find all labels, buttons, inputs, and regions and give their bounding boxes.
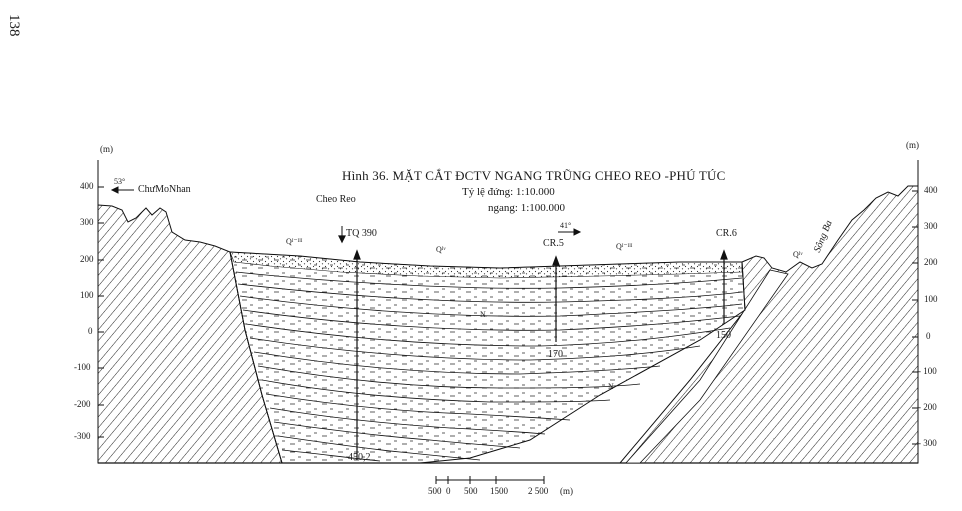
right-tick-300: 300 <box>924 221 938 231</box>
q-label-2: Qᴵᵛ <box>436 245 446 254</box>
dip-left-label: 53° <box>114 177 126 186</box>
depth-2-label: 170 <box>548 349 563 360</box>
scale-tick-2: 500 <box>464 486 478 496</box>
n-label-1: N <box>480 310 486 319</box>
place-label: Cheo Reo <box>316 194 356 205</box>
right-fault-gap <box>625 269 789 464</box>
well-1-label: TQ 390 <box>346 228 377 239</box>
vertical-scale: Tỷ lệ đứng: 1:10.000 <box>462 186 555 198</box>
scale-tick-3: 1500 <box>490 486 508 496</box>
right-tick-minus-200: - 200 <box>918 402 937 412</box>
q-label-1: Qᴵ⁻ᴵᴵᴵ <box>286 237 303 246</box>
mountain-label: ChưMoNhan <box>138 184 191 195</box>
right-tick-200: 200 <box>924 257 938 267</box>
right-tick-minus-100: - 100 <box>918 366 937 376</box>
right-tick-0: 0 <box>926 331 931 341</box>
stratigraphic-lines <box>235 271 743 462</box>
right-tick-minus-300: - 300 <box>918 438 937 448</box>
wells <box>338 226 728 460</box>
dip-mid-label: 41° <box>560 221 572 230</box>
scale-bar <box>435 476 545 484</box>
dip-arrows <box>110 186 582 236</box>
left-tick-minus-100: -100 <box>74 362 91 372</box>
right-tick-100: 100 <box>924 294 938 304</box>
left-tick-300: 300 <box>80 217 94 227</box>
well-3-label: CR.6 <box>716 228 737 239</box>
n-label-2: N <box>608 382 614 391</box>
scale-tick-0: 500 <box>428 486 442 496</box>
left-tick-200: 200 <box>80 254 94 264</box>
scale-unit: (m) <box>560 486 573 496</box>
well-2-label: CR.5 <box>543 238 564 249</box>
quaternary-layer <box>229 251 743 279</box>
left-tick-minus-200: -200 <box>74 399 91 409</box>
scale-tick-1: 0 <box>446 486 451 496</box>
depth-3-label: 150 <box>716 330 731 341</box>
left-tick-100: 100 <box>80 290 94 300</box>
figure-title: Hình 36. MẶT CẮT ĐCTV NGANG TRŨNG CHEO R… <box>342 168 726 183</box>
horizontal-scale: ngang: 1:100.000 <box>488 202 565 214</box>
right-axis-unit: (m) <box>906 140 919 150</box>
left-tick-400: 400 <box>80 181 94 191</box>
q-label-4: Qᴵᵛ <box>793 250 803 259</box>
right-tick-400: 400 <box>924 185 938 195</box>
left-axis-unit: (m) <box>100 144 113 154</box>
q-label-3: Qᴵ⁻ᴵᴵᴵ <box>616 242 633 251</box>
left-tick-0: 0 <box>88 326 93 336</box>
scale-tick-4: 2 500 <box>528 486 549 496</box>
depth-1-label: 450,2 <box>348 452 371 463</box>
left-tick-minus-300: -300 <box>74 431 91 441</box>
